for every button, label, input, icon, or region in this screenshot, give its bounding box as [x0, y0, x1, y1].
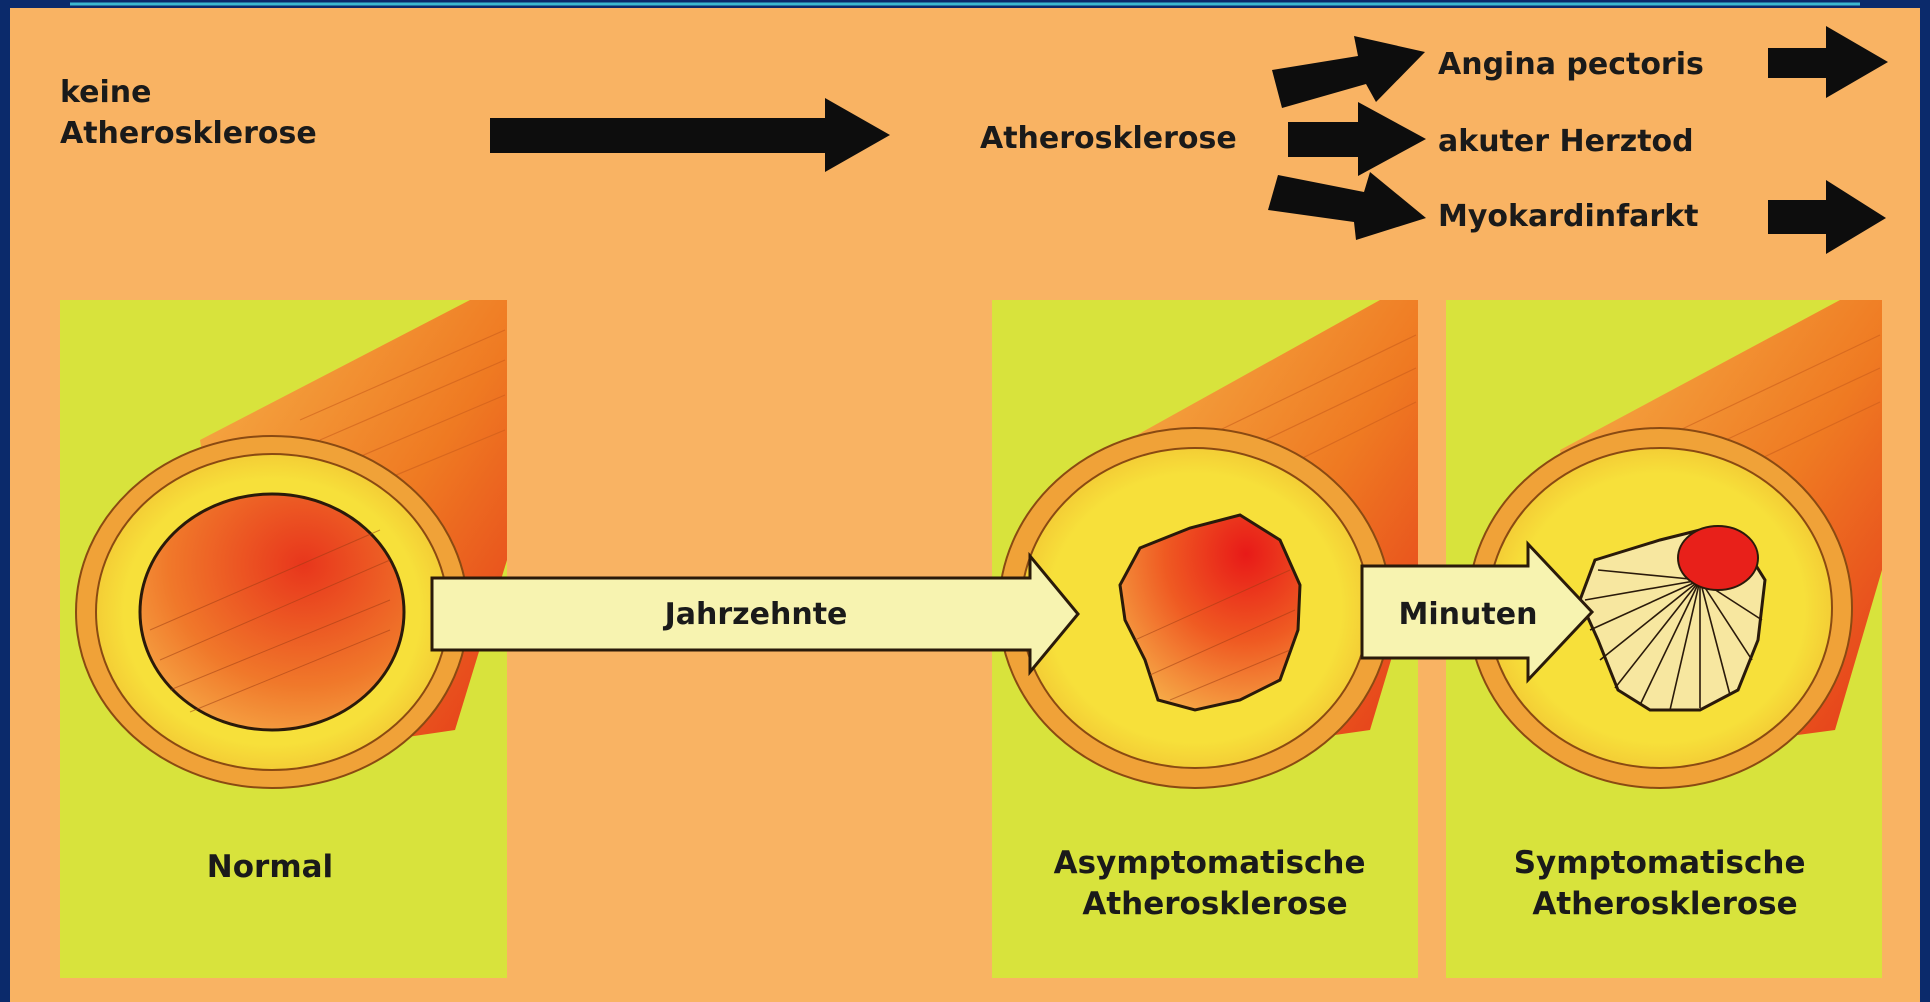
outcome-angina-label: Angina pectoris [1438, 47, 1704, 82]
caption-normal: Normal [207, 849, 333, 885]
transition-jahrzehnte-label: Jahrzehnte [663, 597, 848, 632]
outcome-myokardinfarkt-label: Myokardinfarkt [1438, 199, 1699, 234]
outcome-herztod-label: akuter Herztod [1438, 124, 1694, 159]
transition-minuten-label: Minuten [1399, 597, 1538, 632]
atherosclerosis-label: Atherosklerose [980, 121, 1237, 156]
